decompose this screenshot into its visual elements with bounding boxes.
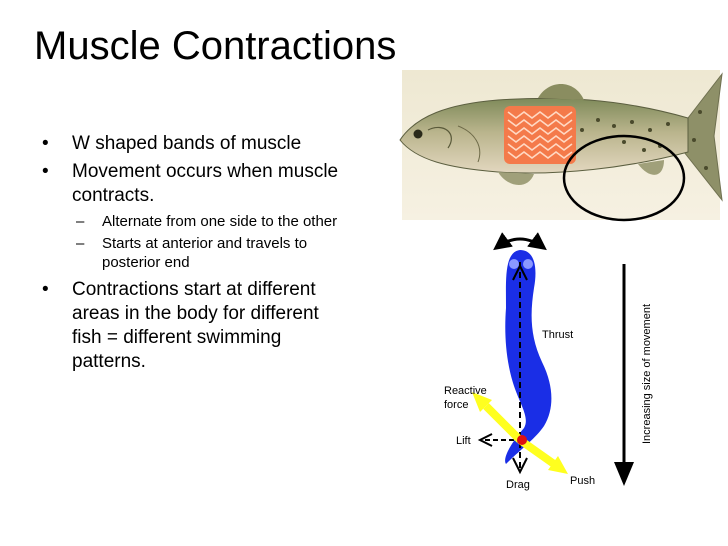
bullet-list: • W shaped bands of muscle • Movement oc… <box>40 132 350 378</box>
reactive-force-arrowhead <box>472 392 492 412</box>
bullet-text: Contractions start at different areas in… <box>72 279 319 372</box>
sub-bullet-text: Alternate from one side to the other <box>102 213 338 230</box>
movement-axis-label: Increasing size of movement <box>641 304 653 444</box>
bullet-item: • W shaped bands of muscle <box>40 132 350 156</box>
bullet-item: • Contractions start at different areas … <box>40 278 350 374</box>
bullet-glyph: • <box>42 133 49 154</box>
bullet-item: • Movement occurs when muscle contracts.… <box>40 160 350 272</box>
movement-scale-arrowhead <box>614 462 634 486</box>
bullet-text: W shaped bands of muscle <box>72 133 302 154</box>
movement-arc-arrow <box>493 232 547 251</box>
lift-arrowhead <box>477 433 493 447</box>
sub-bullet-item: – Starts at anterior and travels to post… <box>72 234 350 272</box>
fish-eye <box>509 259 519 269</box>
bullet-glyph: • <box>42 161 49 182</box>
push-arrowhead <box>548 456 568 474</box>
lift-label: Lift <box>456 435 471 447</box>
sub-bullet-item: – Alternate from one side to the other <box>72 212 350 231</box>
push-label: Push <box>570 475 595 487</box>
sub-bullet-glyph: – <box>76 235 85 252</box>
push-arrow <box>517 436 557 468</box>
bullet-glyph: • <box>42 279 49 300</box>
slide-title: Muscle Contractions <box>34 24 397 68</box>
force-label: force <box>444 399 468 411</box>
reactive-force-arrow <box>483 403 523 443</box>
pivot-point <box>517 435 527 445</box>
swimming-forces-diagram: Thrust Reactive force Lift Drag Push Inc… <box>444 232 653 491</box>
sub-bullet-list: – Alternate from one side to the other –… <box>72 212 350 272</box>
sub-bullet-text: Starts at anterior and travels to poster… <box>102 235 308 271</box>
fish-illustration <box>399 70 723 222</box>
drag-label: Drag <box>506 479 530 491</box>
sub-bullet-glyph: – <box>76 213 85 230</box>
bullet-text: Movement occurs when muscle contracts. <box>72 161 339 206</box>
reactive-label: Reactive <box>444 385 487 397</box>
thrust-arrowhead <box>512 263 528 281</box>
fish-body <box>505 250 552 464</box>
drag-arrowhead <box>512 457 528 475</box>
fish-eye <box>523 259 533 269</box>
thrust-label: Thrust <box>542 329 573 341</box>
